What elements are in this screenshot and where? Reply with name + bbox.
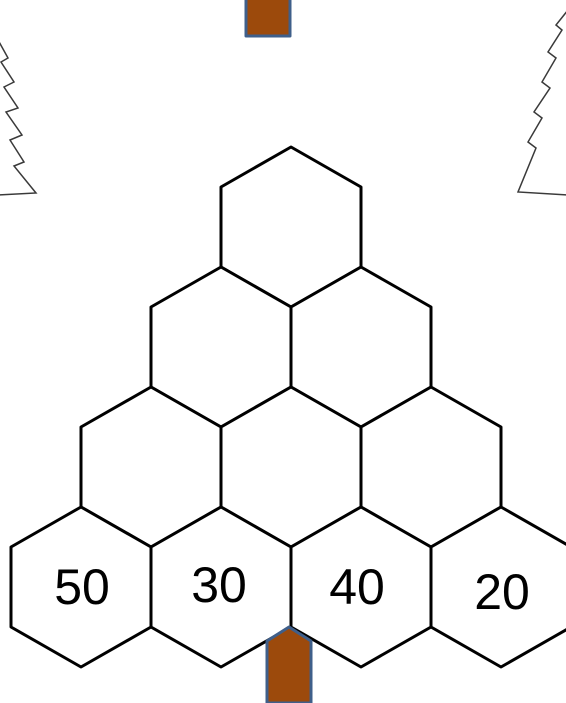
hex-label-r4-c3: 40	[329, 559, 385, 615]
left-tree-decoration	[0, 40, 36, 195]
hex-label-r4-c2: 30	[191, 557, 247, 613]
top-trunk	[246, 0, 290, 36]
hex-label-r4-c1: 50	[54, 559, 110, 615]
right-tree-decoration	[518, 10, 566, 195]
hex-label-r4-c4: 20	[474, 564, 530, 620]
bottom-trunk	[267, 627, 311, 703]
